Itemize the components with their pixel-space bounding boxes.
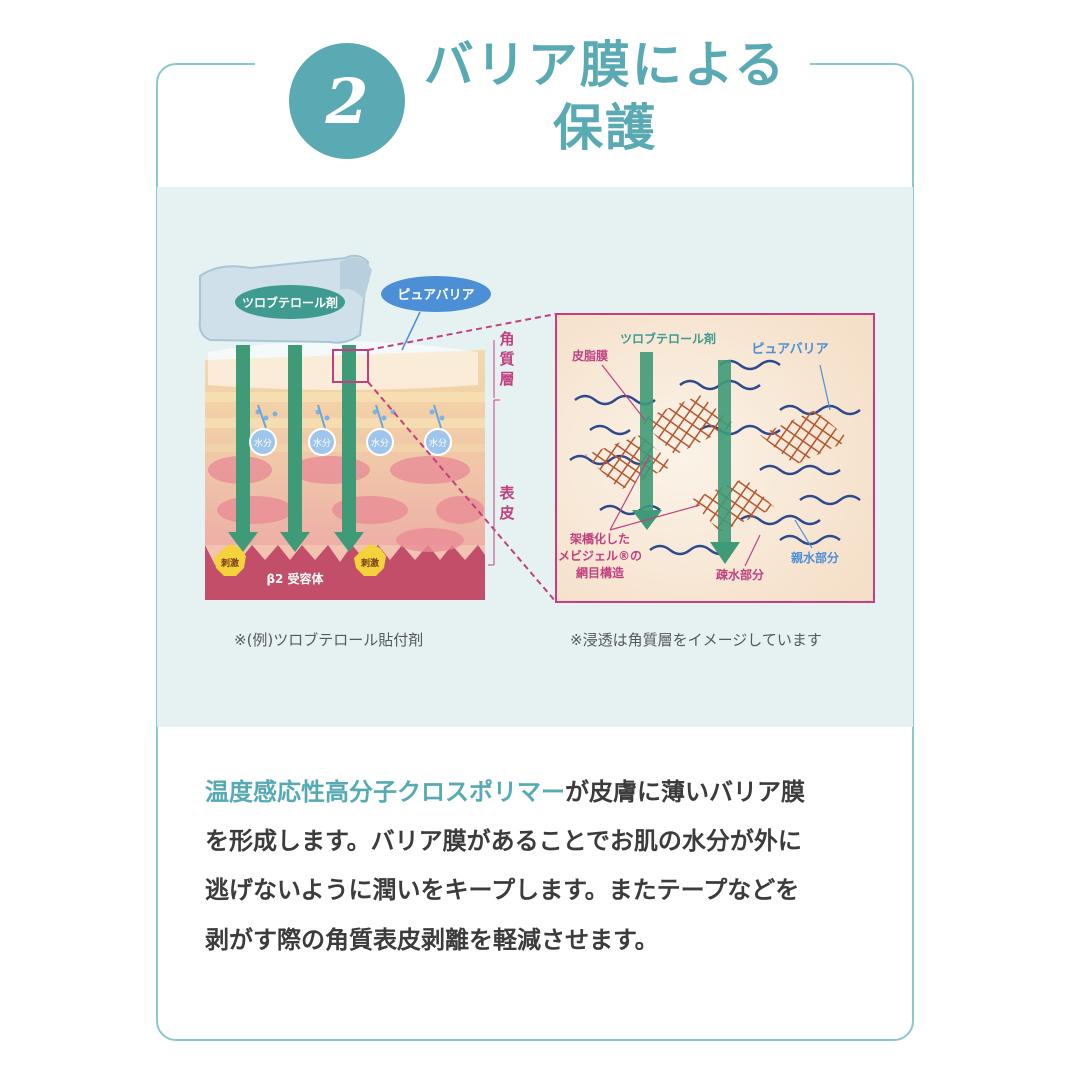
water-label-1: 水分 bbox=[254, 437, 272, 449]
network-label-3: 網目構造 bbox=[576, 565, 625, 580]
stimulus-label-right: 刺激 bbox=[360, 557, 379, 569]
barrier-label-left: ピュアバリア bbox=[397, 288, 474, 303]
barrier-label-right: ピュアバリア bbox=[751, 342, 828, 357]
water-label-3: 水分 bbox=[371, 437, 389, 449]
zoom-panel bbox=[555, 313, 875, 603]
water-label-4: 水分 bbox=[429, 437, 447, 449]
step-number-badge: 2 bbox=[289, 43, 405, 159]
sebum-label: 皮脂膜 bbox=[571, 348, 608, 363]
stratum-label-3: 層 bbox=[499, 370, 514, 388]
description-line-2: を形成します。バリア膜があることでお肌の水分が外に bbox=[205, 827, 802, 856]
layer-labels bbox=[488, 340, 500, 566]
description-line-4: 剥がす際の角質表皮剥離を軽減させます。 bbox=[205, 925, 659, 954]
patch: ツロブテロール剤 bbox=[198, 254, 372, 344]
barrier-bubble: ピュアバリア bbox=[381, 276, 491, 351]
right-caption: ※浸透は角質層をイメージしています bbox=[570, 631, 822, 649]
drug-label-right: ツロブテロール剤 bbox=[620, 331, 716, 346]
section-title: バリア膜による 保護 bbox=[410, 34, 800, 159]
hydrophilic-label: 親水部分 bbox=[791, 550, 839, 565]
receptor-label: β2 受容体 bbox=[266, 571, 324, 586]
description-highlight: 温度感応性高分子クロスポリマー bbox=[205, 778, 565, 806]
description-line-1-rest: が皮膚に薄いバリア膜 bbox=[565, 778, 805, 806]
water-droplets: 水分 水分 水分 水分 bbox=[249, 404, 452, 456]
description-line-1: 温度感応性高分子クロスポリマーが皮膚に薄いバリア膜 bbox=[205, 768, 875, 817]
title-line-1: バリア膜による bbox=[423, 36, 787, 94]
penetration-arrows bbox=[228, 345, 364, 552]
stratum-label-2: 質 bbox=[499, 350, 514, 368]
stimulus-badges: 刺激 刺激 bbox=[214, 544, 386, 576]
left-caption: ※(例)ツロブテロール貼付剤 bbox=[234, 631, 424, 649]
epidermis-label-2: 皮 bbox=[499, 504, 514, 522]
description-line-3: 逃げないように潤いをキープします。またテープなどを bbox=[205, 876, 800, 905]
stimulus-label-left: 刺激 bbox=[220, 557, 239, 569]
zoom-source-box bbox=[332, 349, 369, 383]
epidermis-label-1: 表 bbox=[499, 484, 515, 502]
network-label-1: 架橋化した bbox=[569, 531, 630, 546]
water-label-2: 水分 bbox=[313, 437, 331, 449]
description-text: 温度感応性高分子クロスポリマーが皮膚に薄いバリア膜 を形成します。バリア膜がある… bbox=[205, 768, 875, 965]
patch-label: ツロブテロール剤 bbox=[242, 295, 338, 310]
title-line-2: 保護 bbox=[553, 98, 657, 157]
hydrophobic-label: 疎水部分 bbox=[716, 567, 764, 582]
network-label-2: メビジェル®の bbox=[558, 548, 642, 563]
stratum-label-1: 角 bbox=[499, 330, 514, 348]
